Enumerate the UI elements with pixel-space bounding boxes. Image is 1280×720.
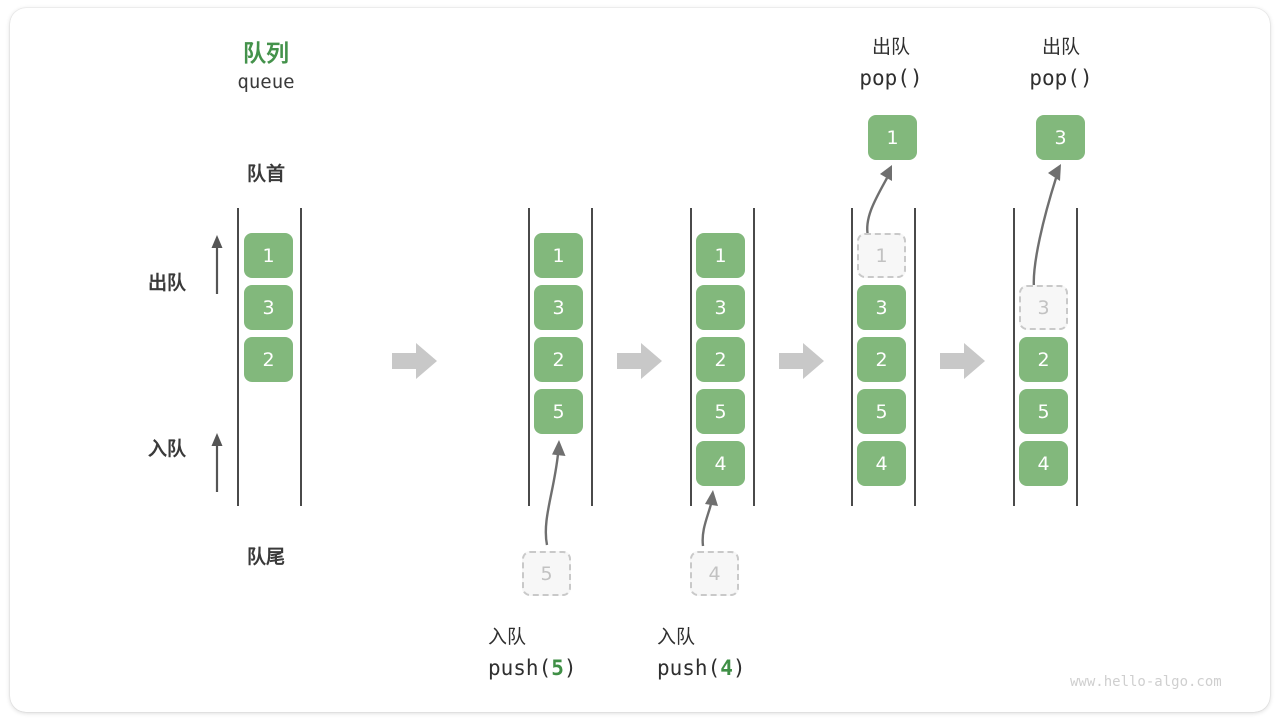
queue-cell: 5	[696, 389, 745, 434]
watermark-label: www.hello-algo.com	[1070, 674, 1222, 690]
rail-right-col4	[914, 208, 916, 506]
op-code-value: 4	[720, 656, 733, 680]
diagram-title-en: queue	[237, 71, 295, 93]
queue-cell-new: 4	[696, 441, 745, 486]
queue-cell: 2	[696, 337, 745, 382]
queue-cell: 1	[244, 233, 293, 278]
pop-op-label-cn: 出队	[1041, 36, 1080, 58]
pop-ghost-cell: 3	[1019, 285, 1068, 330]
queue-cell: 3	[244, 285, 293, 330]
rail-left-col3	[690, 208, 692, 506]
enqueue-arrow-icon	[211, 433, 223, 492]
popped-cell: 1	[868, 115, 917, 160]
queue-cell: 1	[696, 233, 745, 278]
queue-cell: 1	[534, 233, 583, 278]
flow-arrow-icon	[940, 343, 985, 379]
diagram-title-cn: 队列	[243, 41, 289, 67]
queue-cell: 5	[1019, 389, 1068, 434]
pop-op-code: pop()	[996, 66, 1126, 90]
queue-cell: 2	[534, 337, 583, 382]
rail-left-col2	[528, 208, 530, 506]
rail-right-col1	[300, 208, 302, 506]
push-ghost-cell: 5	[522, 551, 571, 596]
rail-left-col5	[1013, 208, 1015, 506]
queue-cell: 5	[857, 389, 906, 434]
rail-right-col3	[753, 208, 755, 506]
push-arrow-icon	[701, 490, 718, 547]
queue-cell: 3	[534, 285, 583, 330]
rail-right-col5	[1076, 208, 1078, 506]
flow-arrow-icon	[779, 343, 824, 379]
push-op-label-cn: 入队	[488, 626, 527, 648]
popped-cell: 3	[1036, 115, 1085, 160]
queue-cell-new: 5	[534, 389, 583, 434]
queue-cell: 4	[857, 441, 906, 486]
push-op-code: push(4)	[657, 656, 857, 680]
dequeue-arrow-icon	[211, 235, 223, 294]
queue-cell: 2	[1019, 337, 1068, 382]
queue-front-label: 队首	[246, 163, 285, 185]
pop-op-label-cn: 出队	[871, 36, 910, 58]
op-code-prefix: pop(	[859, 66, 910, 90]
pop-ghost-cell: 1	[857, 233, 906, 278]
enqueue-side-label: 入队	[148, 438, 187, 460]
flow-arrow-icon	[617, 343, 662, 379]
op-code-suffix: )	[563, 656, 577, 680]
op-code-prefix: pop(	[1029, 66, 1080, 90]
push-ghost-cell: 4	[690, 551, 739, 596]
op-code-suffix: )	[909, 66, 923, 90]
rail-right-col2	[591, 208, 593, 506]
pop-op-code: pop()	[826, 66, 956, 90]
flow-arrow-icon	[392, 343, 437, 379]
queue-cell: 3	[857, 285, 906, 330]
queue-cell: 2	[244, 337, 293, 382]
queue-cell: 4	[1019, 441, 1068, 486]
rail-left-col1	[237, 208, 239, 506]
queue-rear-label: 队尾	[246, 546, 285, 568]
op-code-value: 5	[551, 656, 564, 680]
op-code-prefix: push(	[657, 656, 721, 680]
rail-left-col4	[851, 208, 853, 506]
dequeue-side-label: 出队	[148, 272, 187, 294]
push-arrow-icon	[544, 440, 566, 546]
op-code-suffix: )	[1079, 66, 1093, 90]
push-op-label-cn: 入队	[657, 626, 696, 648]
queue-cell: 3	[696, 285, 745, 330]
queue-cell: 2	[857, 337, 906, 382]
op-code-suffix: )	[732, 656, 746, 680]
pop-arrow-icon	[1032, 164, 1061, 289]
pop-arrow-icon	[866, 165, 892, 237]
push-op-code: push(5)	[488, 656, 688, 680]
op-code-prefix: push(	[488, 656, 552, 680]
